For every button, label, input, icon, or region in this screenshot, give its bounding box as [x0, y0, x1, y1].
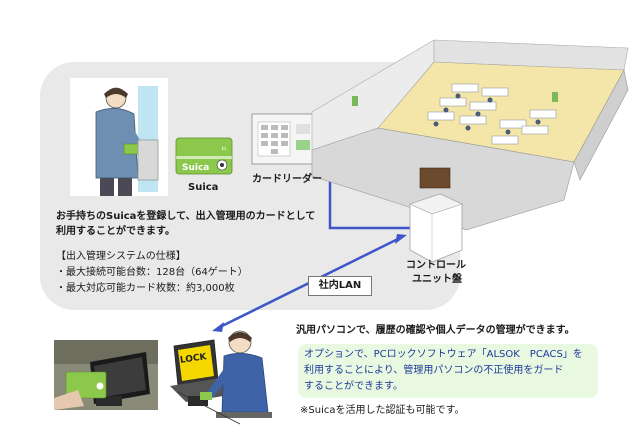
option-line-3: することができます。 — [304, 381, 403, 392]
card-small-mark: ㅁ — [221, 146, 227, 153]
card-reader-label: カードリーダー — [252, 174, 322, 185]
spec-item-cards: ・最大対応可能カード枚数：約3,000枚 — [56, 283, 235, 294]
description-line-1: お手持ちのSuicaを登録して、出入管理用のカードとして — [56, 211, 316, 222]
pc-heading: 汎用パソコンで、履歴の確認や個人データの管理ができます。 — [296, 325, 575, 336]
suica-card: Suica ㅁ — [175, 137, 233, 175]
control-unit-label-line-1: コントロール — [406, 260, 466, 271]
lan-arrow-left — [212, 322, 224, 332]
person-at-pc — [170, 330, 272, 425]
suica-note: ※Suicaを活用した認証も可能です。 — [300, 405, 465, 416]
option-line-2: 利用することにより、管理用パソコンの不正使用をガード — [304, 365, 564, 376]
spec-item-connections: ・最大接続可能台数：128台（64ゲート） — [56, 267, 248, 278]
control-unit-panel — [409, 193, 463, 263]
option-box: オプションで、PCロックソフトウェア「ALSOK PCACS」を 利用することに… — [298, 344, 598, 398]
suica-card-label: Suica — [188, 182, 219, 193]
description-line-2: 利用することができます。 — [56, 226, 175, 237]
gate-reader-post — [137, 139, 159, 181]
pc-photo — [54, 340, 158, 410]
lan-label: 社内LAN — [308, 276, 372, 296]
lan-arrow-right — [395, 234, 407, 244]
office-3d — [311, 39, 629, 231]
plant-left — [352, 96, 358, 106]
spec-title: 【出入管理システムの仕様】 — [56, 251, 186, 262]
reception-sofa — [419, 167, 451, 189]
option-line-1: オプションで、PCロックソフトウェア「ALSOK PCACS」を — [304, 349, 583, 360]
control-unit-label-line-2: ユニット盤 — [412, 274, 462, 285]
card-reader-device — [251, 113, 317, 165]
person-at-gate — [70, 78, 168, 196]
plant-right — [552, 92, 558, 102]
chairs — [433, 93, 541, 135]
desks — [427, 83, 557, 145]
card-logo-text: Suica — [182, 163, 209, 173]
